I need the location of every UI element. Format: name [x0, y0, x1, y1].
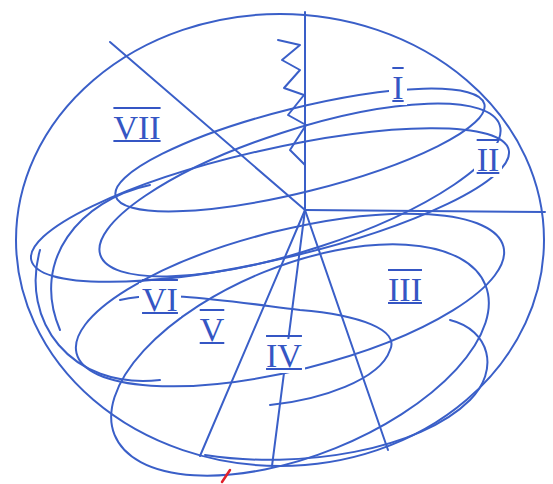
sector-numeral: IV [263, 339, 305, 373]
orbit-ellipse [60, 179, 521, 421]
outer-outline [16, 14, 544, 466]
orbit-ellipse [19, 96, 521, 313]
red-mark [222, 470, 230, 482]
loop-stroke [205, 320, 487, 460]
orbit-ellipse [82, 68, 519, 312]
radial-line [305, 210, 388, 450]
orbit-ellipse [79, 197, 521, 484]
radial-line [110, 42, 305, 210]
radial-line [305, 210, 545, 212]
sector-numeral: VI [139, 283, 181, 317]
sector-numeral: III [385, 273, 425, 307]
sector-numeral: V [197, 313, 228, 347]
radial-line [304, 12, 306, 210]
sector-numeral: I [389, 71, 406, 105]
squiggle [278, 40, 306, 165]
sector-numeral: II [474, 143, 503, 177]
sector-numeral: VII [110, 111, 163, 145]
